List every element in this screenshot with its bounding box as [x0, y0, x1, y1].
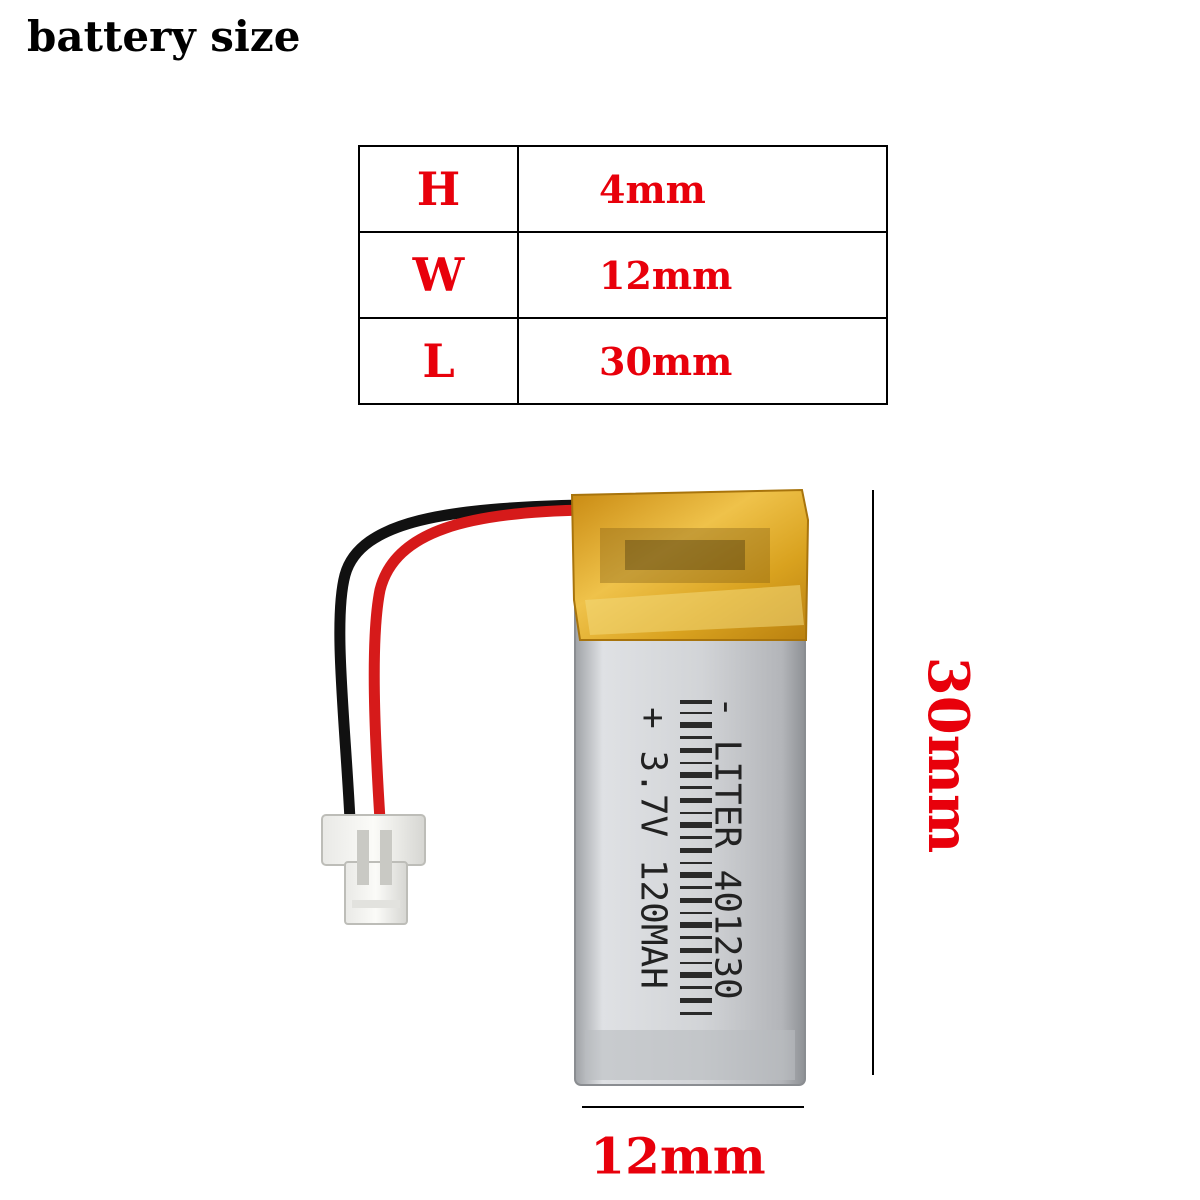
black-wire [334, 499, 588, 826]
page-title: battery size [27, 12, 301, 61]
width-dimension-label: 12mm [590, 1126, 766, 1186]
length-value: 30mm [517, 317, 888, 405]
dimension-table: H 4mm W 12mm L 30mm [358, 145, 888, 405]
table-row: H 4mm [358, 145, 888, 233]
table-row: W 12mm [358, 231, 888, 319]
height-value: 4mm [517, 145, 888, 233]
length-dimension-line [872, 490, 874, 1075]
length-dimension-label: 30mm [915, 656, 981, 854]
height-key: H [358, 145, 519, 233]
red-wire [368, 504, 592, 826]
length-key: L [358, 317, 519, 405]
width-key: W [358, 231, 519, 319]
width-value: 12mm [517, 231, 888, 319]
table-row: L 30mm [358, 317, 888, 405]
width-dimension-line [582, 1106, 804, 1108]
connector-plug [321, 814, 426, 925]
